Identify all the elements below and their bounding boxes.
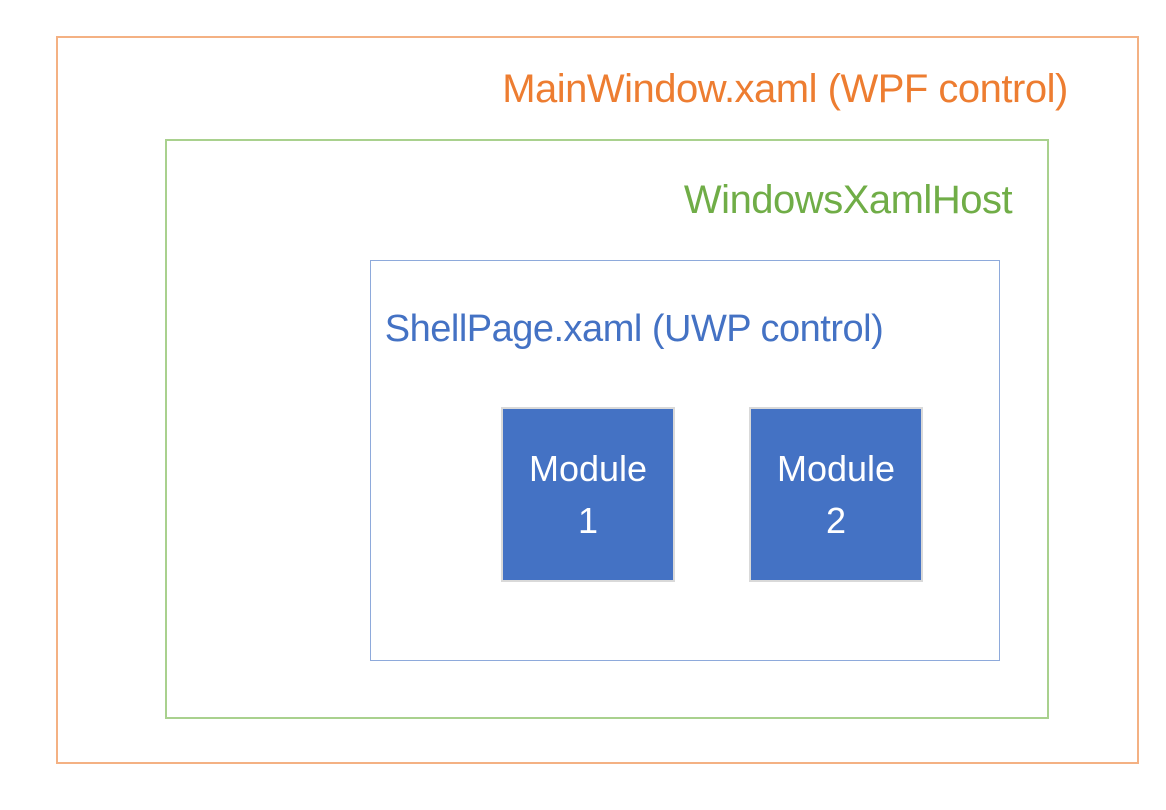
module-1-number: 1	[577, 499, 599, 541]
mainwindow-label: MainWindow.xaml (WPF control)	[502, 67, 1068, 111]
mainwindow-box	[56, 36, 1139, 764]
module-1-box: Module 1	[501, 407, 675, 582]
module-1-name: Module	[528, 447, 648, 489]
windowsxamlhost-label: WindowsXamlHost	[683, 178, 1013, 222]
shellpage-box	[370, 260, 1000, 661]
module-2-box: Module 2	[749, 407, 923, 582]
shellpage-label: ShellPage.xaml (UWP control)	[384, 308, 884, 351]
module-2-name: Module	[776, 447, 896, 489]
module-2-number: 2	[825, 499, 847, 541]
windowsxamlhost-box	[165, 139, 1049, 719]
